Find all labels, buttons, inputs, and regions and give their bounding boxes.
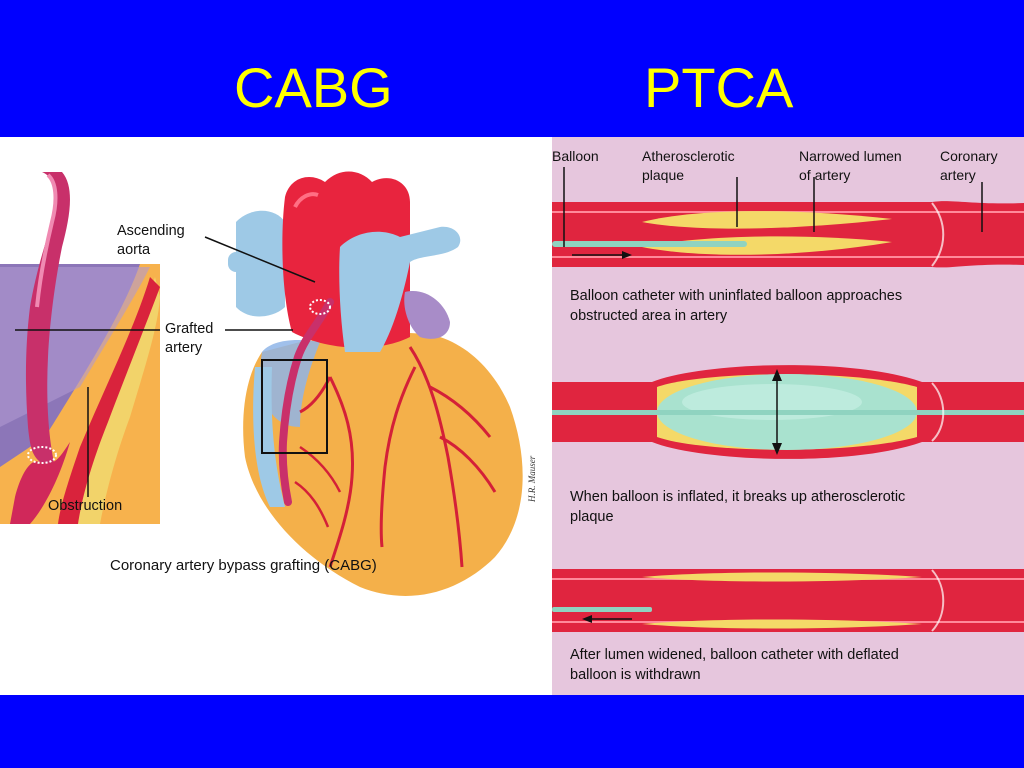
inset-graft-vessel xyxy=(25,172,70,467)
left-atrium xyxy=(404,291,450,339)
catheter-2 xyxy=(552,410,1024,415)
ascending-aorta-label-line1: Ascending xyxy=(117,223,185,239)
inflation-arrow-down xyxy=(772,443,782,455)
ptca-stage-approach xyxy=(552,167,1024,268)
magnified-area-box xyxy=(261,359,328,454)
cabg-illustration: Ascending aorta Grafted artery Obstructi… xyxy=(0,171,537,596)
cabg-caption: Coronary artery bypass grafting (CABG) xyxy=(110,557,377,574)
cabg-inset xyxy=(0,172,160,524)
step-1-caption-line2: obstructed area in artery xyxy=(570,308,728,324)
coronary-branches xyxy=(294,445,342,528)
obstruction-label: Obstruction xyxy=(48,498,122,514)
flattened-plaque-top xyxy=(642,572,922,582)
coronary-artery-label-line2: artery xyxy=(940,167,976,183)
inset-native-artery xyxy=(58,277,160,524)
ptca-illustration: Balloon Atherosclerotic plaque Narrowed … xyxy=(552,148,1024,683)
step-1-caption-line1: Balloon catheter with uninflated balloon… xyxy=(570,288,902,304)
heart-ventricles xyxy=(243,332,523,596)
artery-junction-2 xyxy=(931,382,945,442)
plaque-label-line1: Atherosclerotic xyxy=(642,148,735,164)
balloon-label: Balloon xyxy=(552,148,599,164)
artery-junction-1 xyxy=(931,202,945,267)
inset-graft-anastomosis xyxy=(10,442,70,524)
ascending-aorta-label-line2: aorta xyxy=(117,242,151,258)
step-2-caption-line1: When balloon is inflated, it breaks up a… xyxy=(570,489,905,505)
cabg-title: CABG xyxy=(234,56,393,119)
ptca-stage-withdrawn xyxy=(552,569,1024,632)
artery-junction-3 xyxy=(931,569,945,632)
flattened-plaque-bottom xyxy=(642,619,922,629)
ptca-stage-inflated xyxy=(552,365,1024,459)
withdraw-arrow-head xyxy=(582,615,592,623)
narrowed-lumen-label-line1: Narrowed lumen xyxy=(799,148,902,164)
superior-vena-cava xyxy=(236,210,285,317)
pulmonary-trunk xyxy=(339,226,461,352)
narrowed-lumen-label-line2: of artery xyxy=(799,167,850,183)
graft-aortic-suture xyxy=(309,299,331,315)
artist-signature: H.R. Mauser xyxy=(527,455,537,503)
vena-cava-branch xyxy=(228,252,258,272)
step-3-caption-line1: After lumen widened, balloon catheter wi… xyxy=(570,647,899,663)
ptca-illustration-panel: Balloon Atherosclerotic plaque Narrowed … xyxy=(552,137,1024,695)
step-3-caption-line2: balloon is withdrawn xyxy=(570,667,701,683)
approach-arrow-head xyxy=(622,251,632,259)
left-coronary-arteries xyxy=(379,346,497,568)
cabg-illustration-panel: Ascending aorta Grafted artery Obstructi… xyxy=(0,137,552,695)
grafted-artery-label-line2: artery xyxy=(165,340,203,356)
inset-graft-highlight xyxy=(35,173,58,308)
grafted-artery-label-line1: Grafted xyxy=(165,321,213,337)
artery-wall-3 xyxy=(552,569,1024,632)
catheter-1 xyxy=(552,241,747,247)
step-2-caption-line2: plaque xyxy=(570,509,614,525)
inset-suture-ring xyxy=(27,446,57,464)
heart xyxy=(204,171,523,596)
ptca-title: PTCA xyxy=(644,56,794,119)
bypass-graft xyxy=(278,298,334,506)
plaque-label-line2: plaque xyxy=(642,167,684,183)
plaque-top-1 xyxy=(642,211,892,229)
inflation-arrow-up xyxy=(772,369,782,381)
catheter-3 xyxy=(552,607,652,612)
coronary-artery-label-line1: Coronary xyxy=(940,148,998,164)
ascending-aorta-pointer xyxy=(204,236,316,283)
aorta-highlight xyxy=(293,192,319,208)
